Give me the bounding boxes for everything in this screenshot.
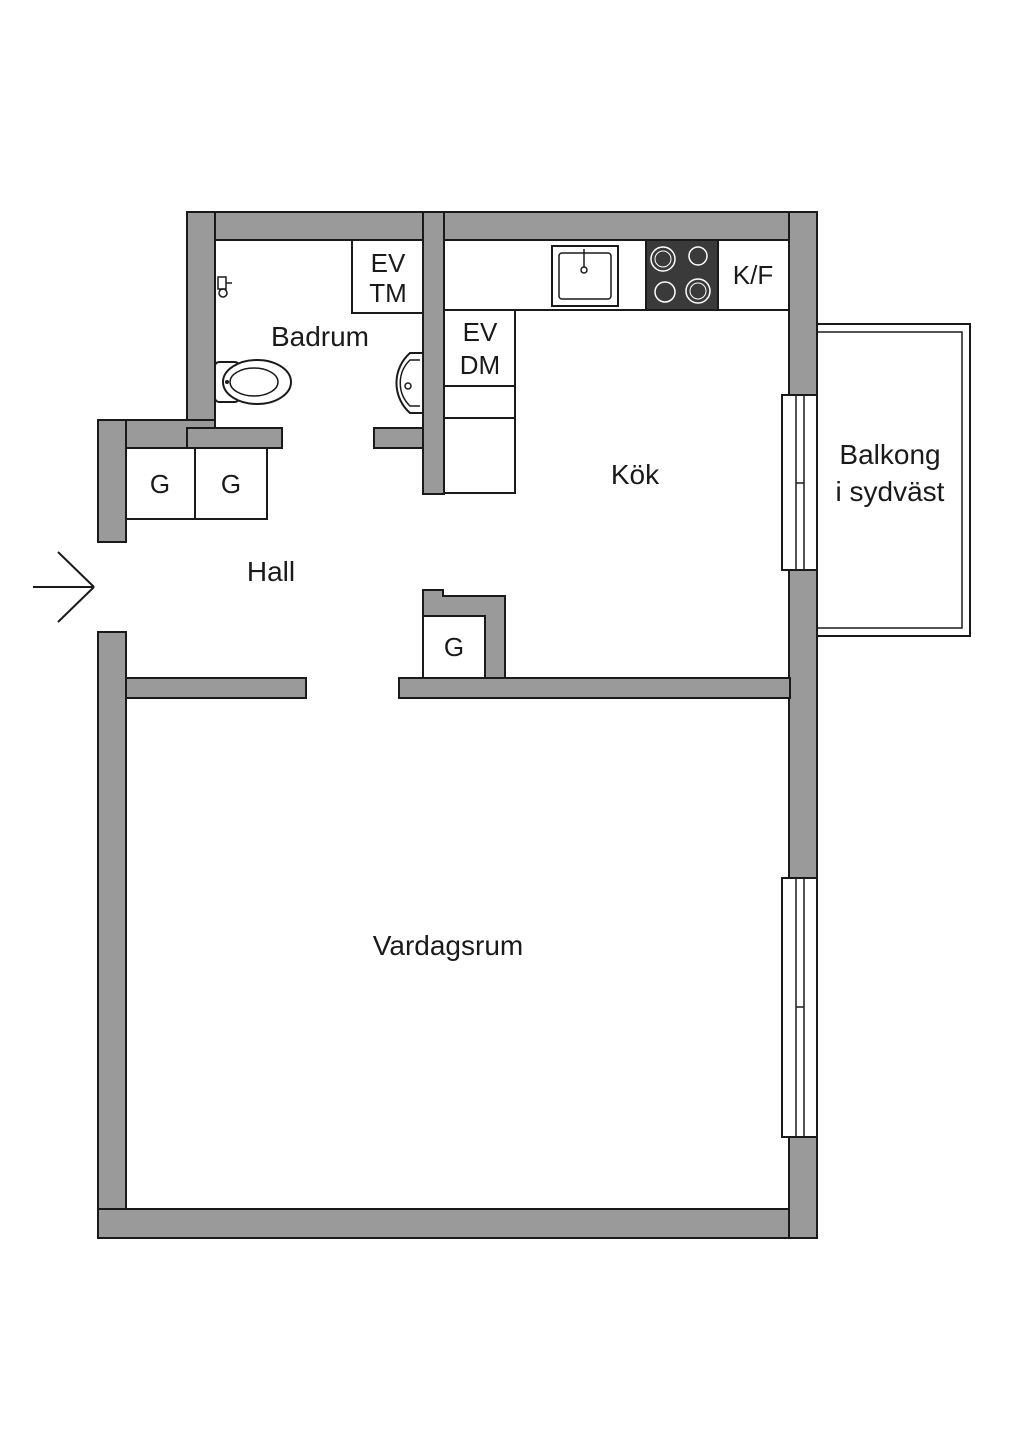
wardrobe-2-label: G xyxy=(221,469,241,499)
hall-label: Hall xyxy=(247,556,295,587)
bathroom-label: Badrum xyxy=(271,321,369,352)
toilet-icon xyxy=(214,359,292,405)
balcony-label-line2: i sydväst xyxy=(836,476,945,507)
stove-icon xyxy=(645,239,719,311)
living-room-window xyxy=(781,877,818,1138)
balcony xyxy=(815,323,971,637)
kitchen-sink-icon xyxy=(551,245,619,307)
wardrobe-1-label: G xyxy=(150,469,170,499)
dishwasher-label-line1: EV xyxy=(463,317,498,347)
dishwasher-label-line2: DM xyxy=(460,350,500,380)
interior-walls xyxy=(125,211,791,699)
wardrobe-3: G xyxy=(422,615,486,679)
kitchen-window xyxy=(781,394,818,571)
kitchen-label: Kök xyxy=(611,459,660,490)
entrance-arrow-icon xyxy=(33,551,95,623)
wardrobe-2: G xyxy=(194,447,268,520)
fridge-freezer-label: K/F xyxy=(733,260,773,290)
wardrobe-1: G xyxy=(125,447,196,520)
sink-icon xyxy=(395,352,424,414)
dishwasher: EV DM xyxy=(443,309,516,387)
washing-machine: EV TM xyxy=(351,239,424,314)
shower-icon xyxy=(217,276,232,298)
balcony-label-line1: Balkong xyxy=(839,439,940,470)
wardrobe-3-label: G xyxy=(444,632,464,662)
washer-label-line1: EV xyxy=(371,248,406,278)
kitchen-cabinets xyxy=(443,385,516,494)
outer-walls xyxy=(97,211,818,1239)
living-room-label: Vardagsrum xyxy=(373,930,523,961)
fridge-freezer: K/F xyxy=(717,239,790,311)
washer-label-line2: TM xyxy=(369,278,407,308)
